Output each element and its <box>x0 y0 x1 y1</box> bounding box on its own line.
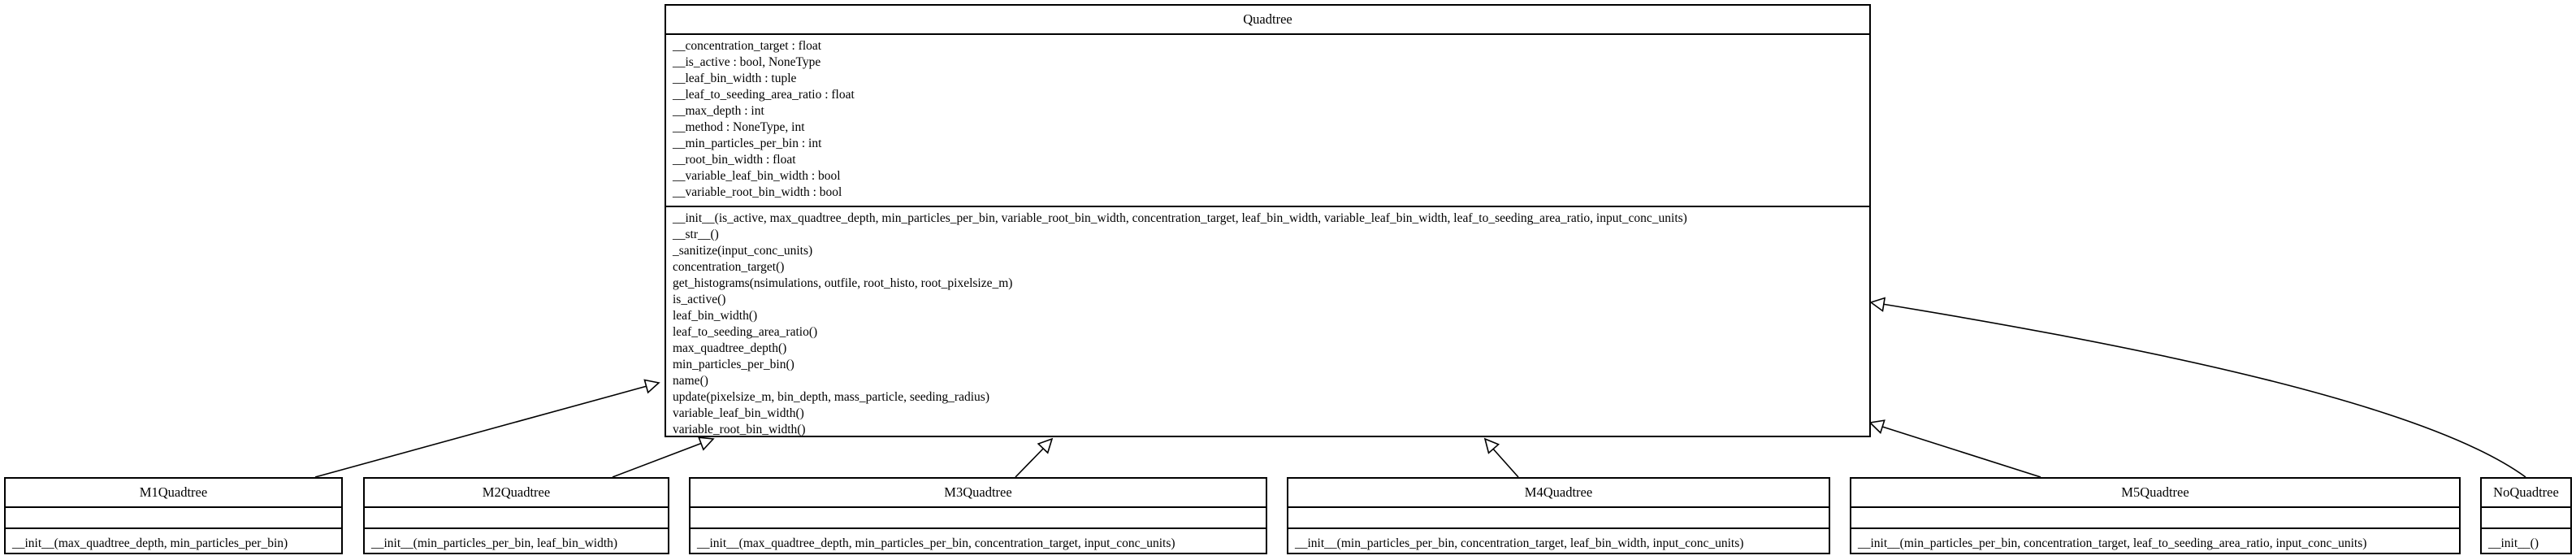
inheritance-arrowhead <box>1037 437 1054 454</box>
inheritance-arrowhead <box>1868 419 1885 434</box>
edge-m1quadtree <box>314 384 651 478</box>
class-m2quadtree: M2Quadtree __init__(min_particles_per_bi… <box>363 477 669 554</box>
method: __init__(is_active, max_quadtree_depth, … <box>673 211 1687 225</box>
methods-compartment: __init__(min_particles_per_bin, leaf_bin… <box>365 529 668 560</box>
attributes-compartment <box>365 508 668 529</box>
class-noquadtree: NoQuadtree __init__() <box>2480 477 2572 554</box>
method: concentration_target() <box>673 260 785 274</box>
attribute: __leaf_to_seeding_area_ratio : float <box>673 88 855 102</box>
attributes-compartment: __concentration_target : float __is_activ… <box>666 35 1869 207</box>
method: variable_leaf_bin_width() <box>673 406 804 420</box>
edge-m3quadtree <box>1015 445 1046 478</box>
edge-noquadtree <box>1881 303 2526 478</box>
method: name() <box>673 374 708 388</box>
class-name: Quadtree <box>666 6 1869 35</box>
attribute: __root_bin_width : float <box>673 153 796 167</box>
class-m1quadtree: M1Quadtree __init__(max_quadtree_depth, … <box>4 477 343 554</box>
method: leaf_bin_width() <box>673 309 758 323</box>
method: get_histograms(nsimulations, outfile, ro… <box>673 276 1013 290</box>
attributes-compartment <box>691 508 1266 529</box>
method: variable_root_bin_width() <box>673 423 806 436</box>
methods-compartment: __init__(min_particles_per_bin, concentr… <box>1288 529 1829 560</box>
methods-compartment: __init__(max_quadtree_depth, min_particl… <box>691 529 1266 560</box>
method: __init__(min_particles_per_bin, concentr… <box>1858 536 2367 550</box>
methods-compartment: __init__(min_particles_per_bin, concentr… <box>1851 529 2459 560</box>
method: update(pixelsize_m, bin_depth, mass_part… <box>673 390 989 404</box>
attribute: __concentration_target : float <box>673 39 822 53</box>
edge-m5quadtree <box>1879 425 2041 478</box>
attribute: __variable_leaf_bin_width : bool <box>673 169 841 183</box>
class-quadtree: Quadtree __concentration_target : float_… <box>665 4 1871 437</box>
class-name: M5Quadtree <box>1851 479 2459 508</box>
class-name: M4Quadtree <box>1288 479 1829 508</box>
methods-compartment: __init__(max_quadtree_depth, min_particl… <box>6 529 341 560</box>
attributes-compartment <box>1851 508 2459 529</box>
method: min_particles_per_bin() <box>673 358 794 371</box>
inheritance-arrowhead <box>643 379 660 394</box>
attribute: __max_depth : int <box>673 104 764 118</box>
method: __init__(max_quadtree_depth, min_particl… <box>12 536 288 550</box>
method: _sanitize(input_conc_units) <box>673 244 813 258</box>
class-name: M2Quadtree <box>365 479 668 508</box>
method: __str__() <box>673 228 719 241</box>
class-m5quadtree: M5Quadtree __init__(min_particles_per_bi… <box>1850 477 2461 554</box>
edge-m4quadtree <box>1491 446 1519 478</box>
class-m4quadtree: M4Quadtree __init__(min_particles_per_bi… <box>1287 477 1830 554</box>
edge-m2quadtree <box>612 441 705 478</box>
class-name: NoQuadtree <box>2482 479 2570 508</box>
methods-compartment: __init__(is_active, max_quadtree_depth, … <box>666 207 1869 443</box>
class-name: M1Quadtree <box>6 479 341 508</box>
attribute: __is_active : bool, NoneType <box>673 55 821 69</box>
attribute: __method : NoneType, int <box>673 120 805 134</box>
class-m3quadtree: M3Quadtree __init__(max_quadtree_depth, … <box>689 477 1267 554</box>
inheritance-arrowhead <box>1483 437 1500 454</box>
class-name: M3Quadtree <box>691 479 1266 508</box>
method: leaf_to_seeding_area_ratio() <box>673 325 818 339</box>
method: is_active() <box>673 293 726 306</box>
method: __init__(max_quadtree_depth, min_particl… <box>697 536 1175 550</box>
method: max_quadtree_depth() <box>673 341 787 355</box>
method: __init__() <box>2488 536 2539 550</box>
inheritance-arrowhead <box>697 436 715 451</box>
method: __init__(min_particles_per_bin, concentr… <box>1295 536 1744 550</box>
attribute: __leaf_bin_width : tuple <box>673 72 797 85</box>
attributes-compartment <box>1288 508 1829 529</box>
methods-compartment: __init__() <box>2482 529 2570 560</box>
attribute: __variable_root_bin_width : bool <box>673 185 842 199</box>
method: __init__(min_particles_per_bin, leaf_bin… <box>371 536 618 550</box>
attribute: __min_particles_per_bin : int <box>673 137 822 150</box>
attributes-compartment <box>6 508 341 529</box>
attributes-compartment <box>2482 508 2570 529</box>
inheritance-arrowhead <box>1869 297 1886 312</box>
